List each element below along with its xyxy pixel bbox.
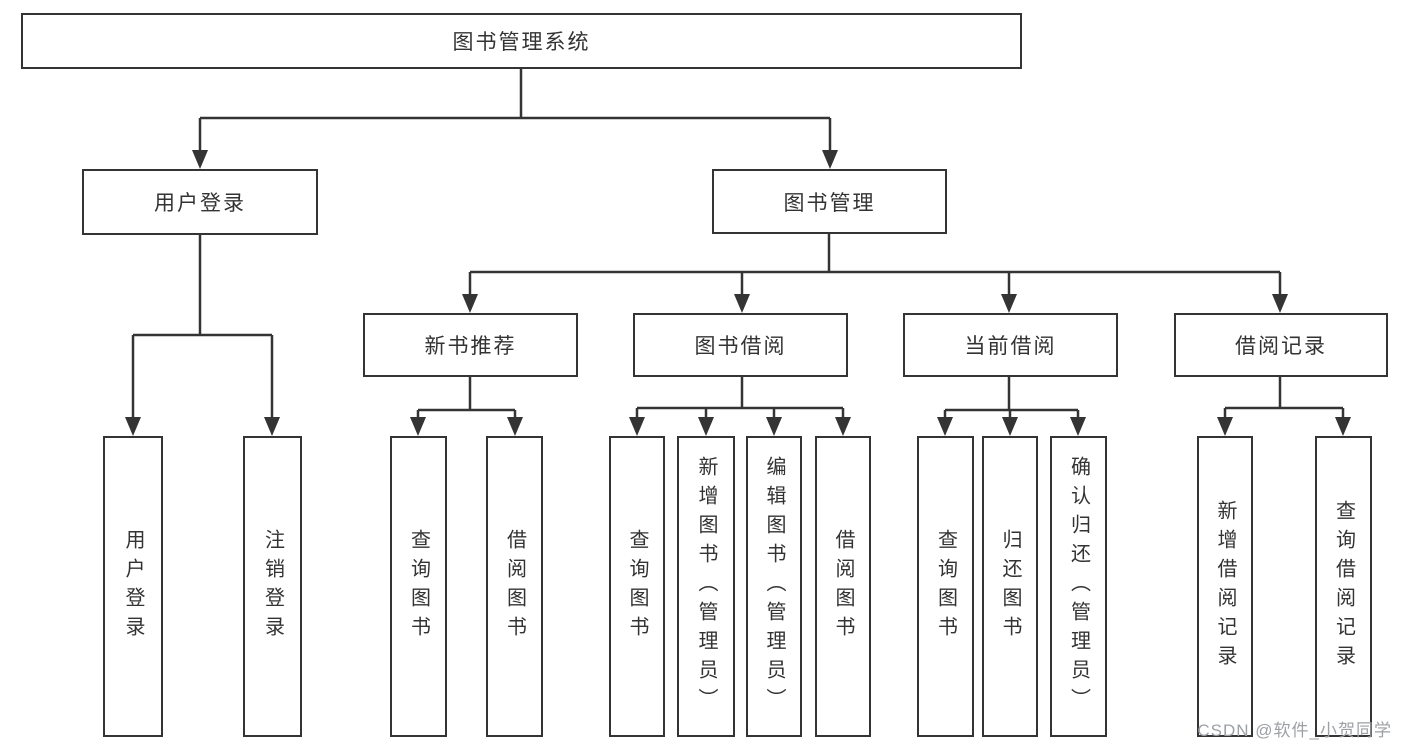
node-leaf-borrow-books-recommend: 借阅图书: [486, 436, 543, 737]
connector-current-borrow-to-leaves: [937, 377, 1086, 436]
node-leaf-query-books-recommend: 查询图书: [390, 436, 447, 737]
node-leaf-user-login: 用户登录: [103, 436, 163, 737]
node-leaf-confirm-return-admin: 确认归还（管理员）: [1050, 436, 1107, 737]
connector-user-login-to-leaves: [125, 235, 280, 436]
node-leaf-logout: 注销登录: [243, 436, 302, 737]
node-leaf-borrow-books: 借阅图书: [815, 436, 871, 737]
connector-book-borrow-to-leaves: [629, 377, 851, 436]
connector-new-book-to-leaves: [410, 377, 523, 436]
node-book-borrowing: 图书借阅: [633, 313, 848, 377]
node-leaf-add-borrow-record: 新增借阅记录: [1197, 436, 1253, 737]
connector-book-management-to-level3: [462, 234, 1288, 313]
node-leaf-query-borrow-record: 查询借阅记录: [1315, 436, 1372, 737]
node-user-login-module: 用户登录: [82, 169, 318, 235]
node-current-borrowing: 当前借阅: [903, 313, 1118, 377]
node-leaf-return-books: 归还图书: [982, 436, 1038, 737]
node-leaf-edit-books-admin: 编辑图书（管理员）: [746, 436, 802, 737]
connector-borrow-record-to-leaves: [1217, 377, 1351, 436]
node-book-management: 图书管理: [712, 169, 947, 234]
node-leaf-add-books-admin: 新增图书（管理员）: [677, 436, 735, 737]
node-leaf-query-books-current: 查询图书: [917, 436, 974, 737]
node-borrowing-records: 借阅记录: [1174, 313, 1388, 377]
connector-root-to-level2: [192, 69, 838, 169]
node-new-book-recommendation: 新书推荐: [363, 313, 578, 377]
node-library-management-system: 图书管理系统: [21, 13, 1022, 69]
node-leaf-query-books-borrowing: 查询图书: [609, 436, 665, 737]
csdn-watermark: CSDN @软件_小贺同学: [1197, 721, 1392, 740]
